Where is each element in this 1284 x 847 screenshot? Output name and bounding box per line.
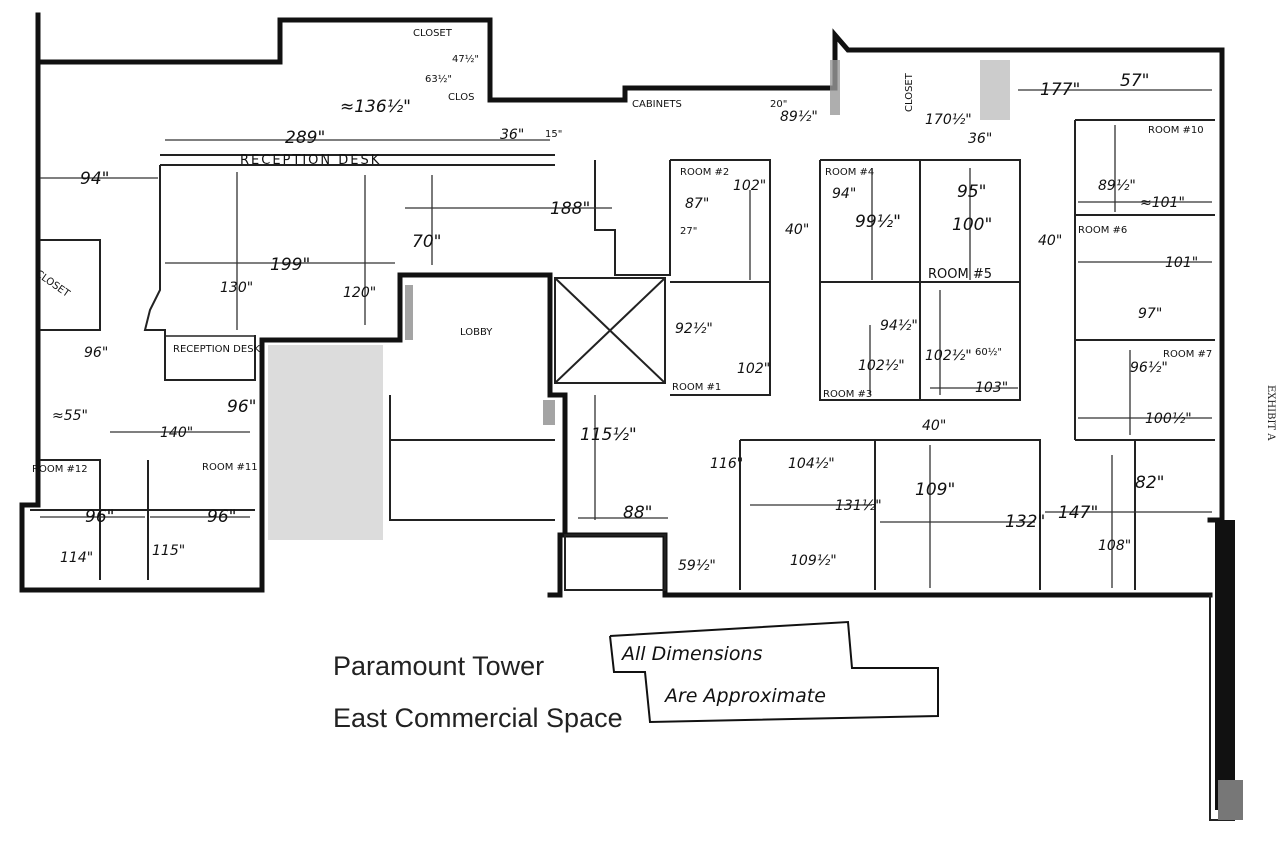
exterior-walls — [19, 12, 1243, 821]
dim-40-a: 40" — [785, 222, 809, 238]
cabinets-label: CABINETS — [632, 99, 682, 110]
dim-188: 188" — [550, 199, 590, 219]
caption-line-1: Paramount Tower — [333, 651, 544, 681]
note-line-2: Are Approximate — [663, 685, 826, 707]
dim-115-lobby: 115½" — [580, 425, 637, 445]
dim-109-a: 109½" — [790, 553, 837, 569]
dim-100-room7: 100½" — [1145, 411, 1192, 427]
dim-94-room4: 94" — [832, 186, 856, 202]
dim-102-room2: 102" — [733, 178, 766, 194]
dim-95: 95" — [957, 182, 986, 202]
room-2-label: ROOM #2 — [680, 167, 729, 178]
dim-96-room7: 96½" — [1130, 360, 1168, 376]
dim-96-room11: 96" — [207, 507, 236, 527]
room-10-label: ROOM #10 — [1148, 125, 1204, 136]
dim-40-c: 40" — [922, 418, 946, 434]
dim-55: ≈55" — [52, 408, 88, 424]
dim-132: 132" — [1005, 512, 1045, 532]
closet-top-label: CLOSET — [413, 28, 453, 39]
dim-97: 97" — [1138, 306, 1162, 322]
exhibit-label: EXHIBIT A — [1265, 385, 1276, 441]
dim-108: 108" — [1098, 538, 1131, 554]
dim-103: 103" — [975, 380, 1008, 396]
dim-102-room1: 102" — [737, 361, 770, 377]
dim-199: 199" — [270, 255, 310, 275]
dim-36-top: 36" — [500, 127, 524, 143]
dim-20: 20" — [770, 99, 787, 110]
dim-120: 120" — [343, 285, 376, 301]
dim-96-closet: 96" — [84, 345, 108, 361]
dim-87: 87" — [685, 196, 709, 212]
dim-94-room3: 94½" — [880, 318, 918, 334]
dim-289: 289" — [285, 128, 325, 148]
room-5-label: ROOM #5 — [928, 267, 992, 282]
reception-desk-box — [164, 335, 256, 381]
hatched-areas — [268, 60, 1010, 540]
dim-27: 27" — [680, 226, 697, 237]
closet-right-label: CLOSET — [904, 72, 915, 112]
dim-102-room3: 102½" — [858, 358, 905, 374]
room-4-label: ROOM #4 — [825, 167, 874, 178]
dim-140: 140" — [160, 425, 193, 441]
dim-101: 101" — [1165, 255, 1198, 271]
dim-40-b: 40" — [1038, 233, 1062, 249]
dim-131: 131½" — [835, 498, 882, 514]
lobby-label: LOBBY — [460, 327, 493, 338]
dim-82: 82" — [1135, 473, 1164, 493]
room-labels: ROOM #2 ROOM #1 ROOM #4 ROOM #5 ROOM #3 … — [32, 125, 1212, 475]
room-7-label: ROOM #7 — [1163, 349, 1212, 360]
dim-130: 130" — [220, 280, 253, 296]
dim-96-room12: 96" — [85, 507, 114, 527]
dim-36-right: 36" — [968, 131, 992, 147]
dim-114: 114" — [60, 550, 93, 566]
dim-99: 99½" — [855, 212, 901, 232]
room-1-label: ROOM #1 — [672, 382, 721, 393]
dimension-labels: ≈136½" 47½" 63½" 289" 36" 15" 94" 188" 7… — [52, 53, 1198, 574]
room-3-label: ROOM #3 — [823, 389, 872, 400]
room-12-label: ROOM #12 — [32, 464, 88, 475]
dim-116: 116" — [710, 456, 743, 472]
dim-15: 15" — [545, 129, 562, 140]
dim-104: 104½" — [788, 456, 835, 472]
dimension-lines — [40, 89, 1212, 588]
area-labels: RECEPTION DESK RECEPTION DESK LOBBY CLOS… — [33, 28, 915, 381]
dim-63: 63½" — [425, 73, 452, 85]
dim-57: 57" — [1120, 71, 1149, 91]
dim-47: 47½" — [452, 53, 479, 65]
dim-88: 88" — [623, 503, 652, 523]
dim-96-desk: 96" — [227, 397, 256, 417]
note-line-1: All Dimensions — [620, 643, 763, 665]
dim-59: 59½" — [678, 558, 716, 574]
dim-89-room10: 89½" — [1098, 178, 1136, 194]
clos-label: CLOS — [448, 92, 474, 103]
approximate-note: All Dimensions Are Approximate — [609, 620, 939, 724]
dim-115: 115" — [152, 543, 185, 559]
room-6-label: ROOM #6 — [1078, 225, 1127, 236]
dim-109-b: 109" — [915, 480, 955, 500]
dim-136: ≈136½" — [340, 97, 411, 117]
reception-desk-top-label: RECEPTION DESK — [240, 153, 381, 168]
dim-100: 100" — [952, 215, 992, 235]
caption-line-2: East Commercial Space — [333, 703, 623, 733]
dim-102-room5: 102½" — [925, 348, 972, 364]
interior-walls — [30, 119, 1215, 591]
dim-70: 70" — [412, 232, 441, 252]
room-11-label: ROOM #11 — [202, 462, 258, 473]
dim-170: 170½" — [925, 112, 972, 128]
dim-60: 60½" — [975, 346, 1002, 358]
dim-94-left: 94" — [80, 169, 109, 189]
reception-desk-label: RECEPTION DESK — [173, 344, 261, 355]
dim-101-approx: ≈101" — [1140, 195, 1185, 211]
dim-147: 147" — [1058, 503, 1098, 523]
dim-92: 92½" — [675, 321, 713, 337]
dim-177: 177" — [1040, 80, 1080, 100]
dim-89-top: 89½" — [780, 109, 818, 125]
